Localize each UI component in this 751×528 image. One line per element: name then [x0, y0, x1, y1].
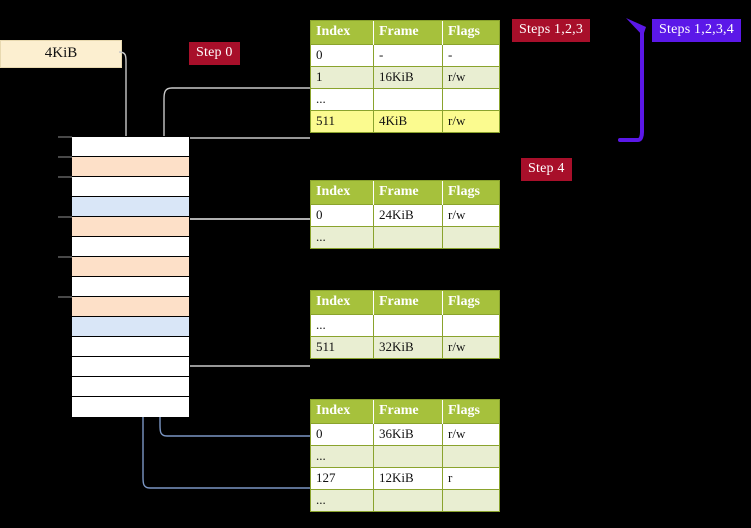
cell-frame — [373, 314, 443, 337]
column-header-frame: Frame — [373, 181, 443, 205]
table-row: ... — [311, 314, 499, 337]
table-row: ... — [311, 88, 499, 111]
cell-index: 511 — [311, 336, 374, 358]
cell-index: ... — [311, 88, 374, 111]
cell-frame: 36KiB — [373, 423, 443, 446]
memory-frame-row — [72, 397, 189, 417]
cell-frame: 16KiB — [373, 66, 443, 89]
table-row: ... — [311, 226, 499, 248]
cell-index: 511 — [311, 110, 374, 132]
cell-flags: r/w — [442, 66, 499, 89]
connector-l2-row511 — [177, 308, 310, 367]
cell-frame — [373, 445, 443, 468]
memory-frame-row — [72, 237, 189, 257]
table-row: ... — [311, 445, 499, 468]
cell-frame: 24KiB — [373, 204, 443, 227]
memory-frame-row — [72, 177, 189, 197]
bracket-steps-1234 — [618, 26, 644, 142]
cell-flags: r/w — [442, 110, 499, 132]
memory-frame-row — [72, 137, 189, 157]
memory-frame-row — [72, 157, 189, 177]
column-header-flags: Flags — [442, 181, 499, 205]
cell-flags — [442, 489, 499, 511]
step-4-label: Step 4 — [521, 158, 572, 181]
memory-frame-row — [72, 377, 189, 397]
steps-123-label: Steps 1,2,3 — [512, 19, 591, 42]
memory-frame-row — [72, 277, 189, 297]
cell-index: 0 — [311, 44, 374, 67]
column-header-flags: Flags — [442, 291, 499, 315]
column-header-index: Index — [311, 400, 374, 424]
cell-flags: r/w — [442, 336, 499, 358]
cell-flags: r/w — [442, 204, 499, 227]
column-header-frame: Frame — [373, 400, 443, 424]
table-row: 0-- — [311, 44, 499, 67]
column-header-frame: Frame — [373, 291, 443, 315]
column-header-frame: Frame — [373, 21, 443, 45]
cell-index: 1 — [311, 66, 374, 89]
cell-frame: 12KiB — [373, 467, 443, 490]
column-header-flags: Flags — [442, 21, 499, 45]
memory-frame-row — [72, 297, 189, 317]
memory-frame-row — [72, 357, 189, 377]
connector-l3-row0-down — [174, 218, 310, 264]
cell-index: ... — [311, 226, 374, 248]
cell-flags — [442, 88, 499, 111]
frame-size-label: 4KiB — [0, 40, 122, 68]
memory-frame-row — [72, 197, 189, 217]
cell-index: 0 — [311, 204, 374, 227]
cell-frame — [373, 226, 443, 248]
cell-flags: r/w — [442, 423, 499, 446]
steps-1234-label: Steps 1,2,3,4 — [652, 19, 741, 42]
cell-flags: - — [442, 44, 499, 67]
cell-frame — [373, 88, 443, 111]
memory-frame-row — [72, 337, 189, 357]
column-header-flags: Flags — [442, 400, 499, 424]
cell-index: ... — [311, 489, 374, 511]
step-0-label: Step 0 — [189, 42, 240, 65]
memory-frame-row — [72, 257, 189, 277]
cell-index: 0 — [311, 423, 374, 446]
cell-index: 127 — [311, 467, 374, 490]
cell-frame — [373, 489, 443, 511]
column-header-index: Index — [311, 291, 374, 315]
cell-flags — [442, 445, 499, 468]
cell-flags — [442, 314, 499, 337]
arrowhead-bracket — [626, 18, 646, 36]
memory-frame-row — [72, 217, 189, 237]
table-row: ... — [311, 489, 499, 511]
cell-flags — [442, 226, 499, 248]
cell-index: ... — [311, 314, 374, 337]
cell-flags: r — [442, 467, 499, 490]
memory-frame-row — [72, 317, 189, 337]
cell-frame: - — [373, 44, 443, 67]
cell-frame: 32KiB — [373, 336, 443, 358]
column-header-index: Index — [311, 21, 374, 45]
connector-l4-row511 — [174, 137, 310, 152]
cell-index: ... — [311, 445, 374, 468]
column-header-index: Index — [311, 181, 374, 205]
cell-frame: 4KiB — [373, 110, 443, 132]
physical-memory-column — [71, 136, 190, 417]
